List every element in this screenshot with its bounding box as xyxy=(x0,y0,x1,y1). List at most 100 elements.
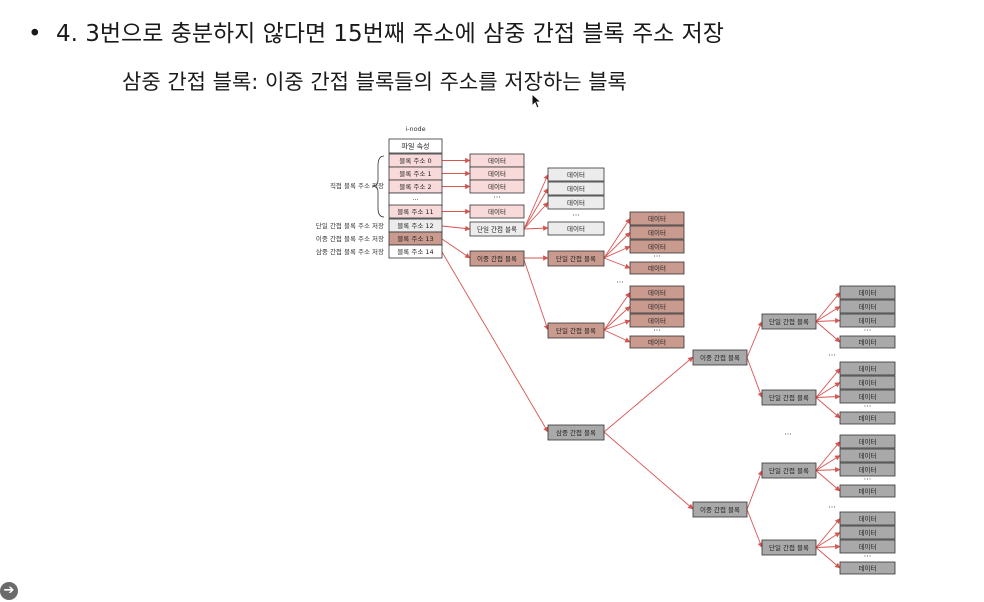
triple-data-block: 데이터 xyxy=(839,361,896,376)
double-data-block-label: 데이터 xyxy=(648,242,666,251)
inode-block-address: 블록 주소 2 xyxy=(388,179,443,194)
direct-data-block-label: 데이터 xyxy=(488,207,506,216)
inode-block-address-label: ··· xyxy=(412,196,418,204)
brace xyxy=(371,155,385,218)
double-data-block-label: 데이터 xyxy=(648,316,666,325)
triple-single-block-label: 단일 간접 블록 xyxy=(769,317,809,326)
triple-data-block: 데이터 xyxy=(839,411,896,425)
triple-data-block: 데이터 xyxy=(839,285,896,300)
inode-block-address-label: 블록 주소 14 xyxy=(397,248,433,256)
direct-data-block-label: 데이터 xyxy=(488,182,506,191)
pointer-arrow xyxy=(746,321,763,358)
triple-data-block-label: 데이터 xyxy=(859,364,877,373)
inode-block-address-label: 블록 주소 1 xyxy=(399,170,431,178)
triple-child-double-block-label: 이중 간접 블록 xyxy=(700,353,740,362)
direct-data-block-label: 데이터 xyxy=(488,156,506,165)
single-data-block-label: 데이터 xyxy=(567,198,585,207)
pointer-arrow xyxy=(523,188,549,230)
pointer-arrow xyxy=(746,357,763,399)
triple-data-block: 데이터 xyxy=(839,389,896,404)
pointer-arrow xyxy=(603,319,631,331)
pointer-arrow xyxy=(815,547,841,569)
inode-block-address: 블록 주소 11 xyxy=(388,204,443,219)
pointer-arrow xyxy=(815,441,841,471)
mouse-pointer-icon xyxy=(531,92,543,113)
triple-data-block-label: 데이터 xyxy=(859,288,877,297)
double-data-block: 데이터 xyxy=(629,239,685,254)
double-child-single-block-label: 단일 간접 블록 xyxy=(556,326,596,335)
direct-data-block: 데이터 xyxy=(469,179,525,194)
triple-data-block: 데이터 xyxy=(839,448,896,463)
pointer-arrow xyxy=(815,518,841,548)
triple-child-double-block: 이중 간접 블록 xyxy=(692,349,748,366)
single-indirect-block-label: 단일 간접 블록 xyxy=(477,224,517,233)
double-data-ellipsis: ··· xyxy=(653,326,661,335)
triple-ellipsis: ··· xyxy=(784,430,792,439)
direct-data-block-label: 데이터 xyxy=(488,169,506,178)
triple-group-ellipsis: ··· xyxy=(828,503,836,512)
subtitle: 삼중 간접 블록: 이중 간접 블록들의 주소를 저장하는 블록 xyxy=(122,70,627,94)
pointer-arrow xyxy=(746,509,763,549)
triple-data-block-label: 데이터 xyxy=(859,563,877,572)
triple-data-block: 데이터 xyxy=(839,462,896,477)
double-data-block: 데이터 xyxy=(629,299,685,314)
pointer-arrow xyxy=(441,238,471,259)
pointer-arrow xyxy=(815,292,841,322)
pointer-arrow xyxy=(815,397,841,419)
triple-group-ellipsis: ··· xyxy=(828,351,836,360)
pointer-arrow xyxy=(603,292,631,331)
pointer-arrow xyxy=(815,470,841,492)
double-data-block: 데이터 xyxy=(629,335,685,349)
double-data-block: 데이터 xyxy=(629,211,685,226)
triple-single-block-label: 단일 간접 블록 xyxy=(769,543,809,552)
triple-data-ellipsis: ··· xyxy=(864,475,872,484)
double-data-block-label: 데이터 xyxy=(648,263,666,272)
double-data-block-label: 데이터 xyxy=(648,337,666,346)
triple-data-block-label: 데이터 xyxy=(859,528,877,537)
inode-block-address: 블록 주소 14 xyxy=(388,244,443,259)
triple-data-block-label: 데이터 xyxy=(859,392,877,401)
pointer-arrow xyxy=(523,259,549,331)
triple-single-block: 단일 간접 블록 xyxy=(761,462,817,479)
triple-single-block: 단일 간접 블록 xyxy=(761,539,817,556)
triple-data-block: 데이터 xyxy=(839,299,896,314)
inode-title: i-node xyxy=(405,125,425,133)
double-ellipsis: ··· xyxy=(616,278,624,287)
double-data-block-label: 데이터 xyxy=(648,214,666,223)
label-double-indirect: 이중 간접 블록 주소 저장 xyxy=(316,234,384,243)
arrow-right-icon[interactable]: ➔ xyxy=(0,582,18,600)
triple-data-ellipsis: ··· xyxy=(864,552,872,561)
inode-block-address: 블록 주소 12 xyxy=(388,218,443,233)
double-data-block-label: 데이터 xyxy=(648,288,666,297)
triple-data-block-label: 데이터 xyxy=(859,437,877,446)
triple-single-block: 단일 간접 블록 xyxy=(761,389,817,406)
single-data-block: 데이터 xyxy=(547,181,605,196)
triple-data-block: 데이터 xyxy=(839,375,896,390)
pointer-arrow xyxy=(815,321,841,343)
inode-block-address-label: 블록 주소 13 xyxy=(397,235,433,243)
direct-data-block: 데이터 xyxy=(469,153,525,168)
triple-data-block-label: 데이터 xyxy=(859,413,877,422)
double-data-block-label: 데이터 xyxy=(648,228,666,237)
inode-block-address-label: 블록 주소 0 xyxy=(399,157,431,165)
double-data-ellipsis: ··· xyxy=(653,252,661,261)
pointer-arrow xyxy=(603,431,694,510)
pointer-arrow xyxy=(523,225,549,231)
direct-data-block: 데이터 xyxy=(469,166,525,181)
direct-ellipsis: ··· xyxy=(493,193,501,202)
direct-data-block: 데이터 xyxy=(469,204,525,219)
triple-data-block-label: 데이터 xyxy=(859,486,877,495)
pointer-arrow xyxy=(603,356,694,433)
pointer-arrow xyxy=(746,469,763,510)
single-data-block-label: 데이터 xyxy=(567,170,585,179)
triple-data-block-label: 데이터 xyxy=(859,451,877,460)
triple-data-block-label: 데이터 xyxy=(859,302,877,311)
pointer-arrow xyxy=(603,232,631,259)
triple-data-block: 데이터 xyxy=(839,511,896,526)
single-data-block: 데이터 xyxy=(547,221,605,236)
triple-data-ellipsis: ··· xyxy=(864,402,872,411)
single-data-block: 데이터 xyxy=(547,167,605,182)
pointer-arrow xyxy=(523,202,549,230)
triple-single-block: 단일 간접 블록 xyxy=(761,313,817,330)
triple-data-block: 데이터 xyxy=(839,525,896,540)
